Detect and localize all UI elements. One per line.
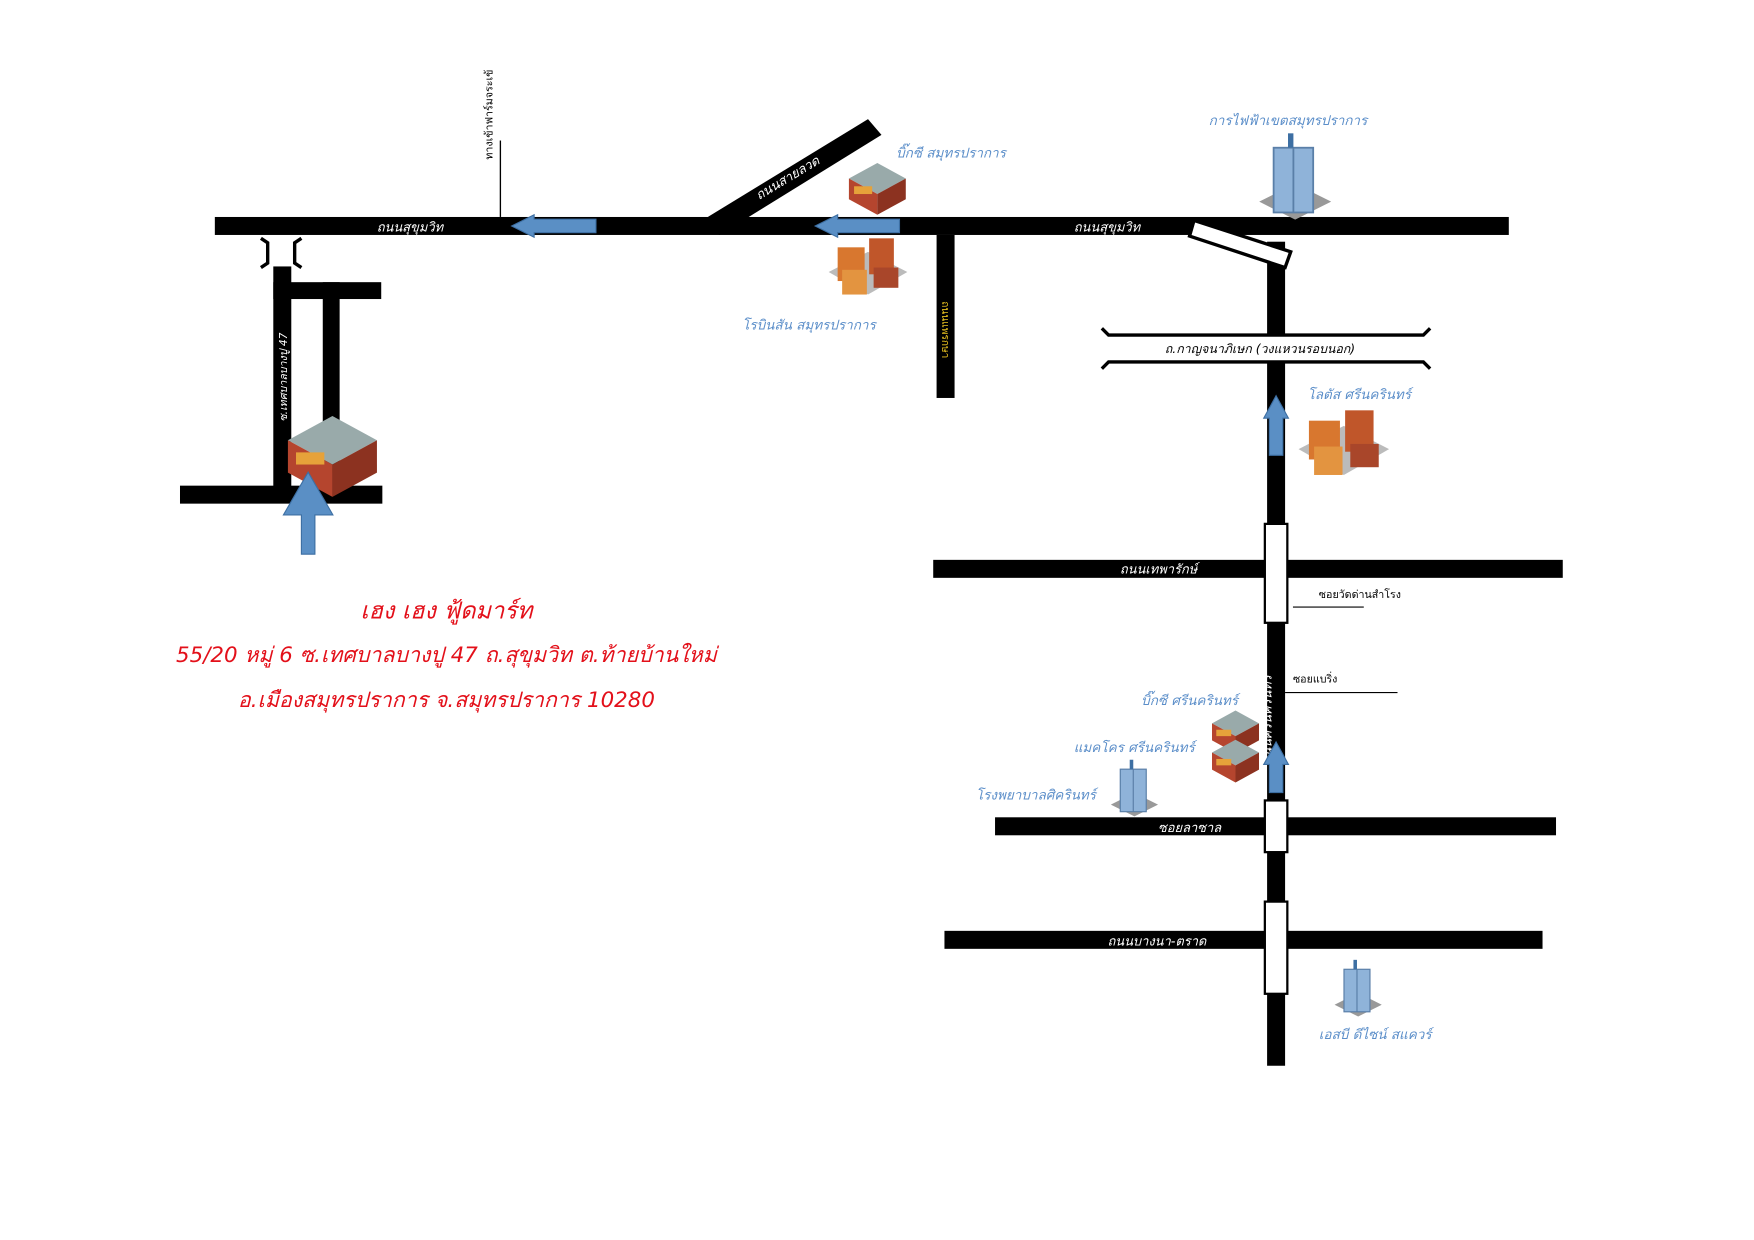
store-name: เฮง เฮง ฟู้ดมาร์ท — [360, 596, 534, 625]
label-sukhumvit-east: ถนนสุขุมวิท — [1074, 221, 1142, 236]
store-address-line2: อ.เมืองสมุทรปราการ จ.สมุทรปราการ 10280 — [238, 688, 655, 713]
label-lotus: โลตัส ศรีนครินทร์ — [1308, 386, 1414, 403]
robinson-icon — [828, 238, 908, 295]
label-sikarin-hospital: โรงพยาบาลศิครินทร์ — [976, 786, 1099, 803]
label-sukhumvit-west: ถนนสุขุมวิท — [377, 221, 445, 236]
lotus-icon — [1298, 410, 1390, 475]
label-kanchanaphisek: ถ.กาญจนาภิเษก (วงแหวนรอบนอก) — [1165, 342, 1355, 356]
arrow-up-icon — [1262, 740, 1290, 794]
label-praeksa: ถนนแพรกษา — [939, 301, 950, 358]
kanchanaphisek-label-box — [1160, 339, 1370, 358]
road-praeksa — [936, 234, 955, 398]
label-makro: แมคโคร ศรีนครินทร์ — [1074, 739, 1198, 756]
label-crocodile-farm: ทางเข้าฟาร์มจระเข้ — [483, 70, 496, 160]
label-sb-design-square: เอสบี ดีไซน์ สแควร์ — [1319, 1026, 1435, 1043]
label-thepharak: ถนนเทพารักษ์ — [1120, 561, 1201, 577]
bridge-thepharak — [1263, 522, 1289, 624]
bridge-lasalle — [1263, 799, 1289, 854]
hospital-icon — [1110, 759, 1159, 817]
arrow-left-icon — [813, 213, 901, 239]
label-bigc-samutprakan: บิ๊กซี สมุทรปราการ — [896, 142, 1008, 161]
store-address-line1: 55/20 หมู่ 6 ซ.เทศบาลบางปู 47 ถ.สุขุมวิท… — [176, 642, 720, 668]
bridge-icon — [259, 236, 303, 269]
pea-building-icon — [1258, 132, 1333, 221]
label-robinson: โรบินสัน สมุทรปราการ — [742, 316, 877, 333]
road-bangna-trat — [944, 930, 1543, 949]
label-pea: การไฟฟ้าเขตสมุทรปราการ — [1209, 112, 1369, 129]
arrow-up-icon — [1262, 394, 1290, 456]
arrow-up-icon — [282, 471, 334, 555]
label-soi-baering: ซอยแบริ่ง — [1293, 671, 1337, 685]
label-bangpu47: ซ.เทศบาลบางปู 47 — [277, 332, 290, 421]
bigc-samutprakan-icon — [848, 163, 906, 215]
label-soi-lasalle: ซอยลาซาล — [1158, 821, 1222, 836]
label-srinakarin: ถนนศรีนครินทร์ — [1260, 672, 1276, 764]
label-sailuat: ถนนสายลวด — [753, 153, 823, 203]
sb-design-square-icon — [1333, 959, 1383, 1018]
road-thepharak — [933, 559, 1563, 578]
overpass-sukhumvit — [1187, 218, 1293, 270]
label-bigc-srinakarin: บิ๊กซี ศรีนครินทร์ — [1141, 690, 1241, 709]
makro-icon — [1212, 739, 1260, 783]
label-bangna-trat: ถนนบางนา-ตราด — [1107, 934, 1206, 949]
road-bangpu47 — [273, 266, 292, 497]
label-soi-wat-dan-samrong: ซอยวัดด่านสำโรง — [1319, 588, 1401, 601]
bridge-bangna-trat — [1263, 900, 1289, 995]
arrow-left-icon — [510, 213, 597, 239]
road-sailuat — [694, 119, 882, 235]
road-bottom — [179, 485, 383, 504]
